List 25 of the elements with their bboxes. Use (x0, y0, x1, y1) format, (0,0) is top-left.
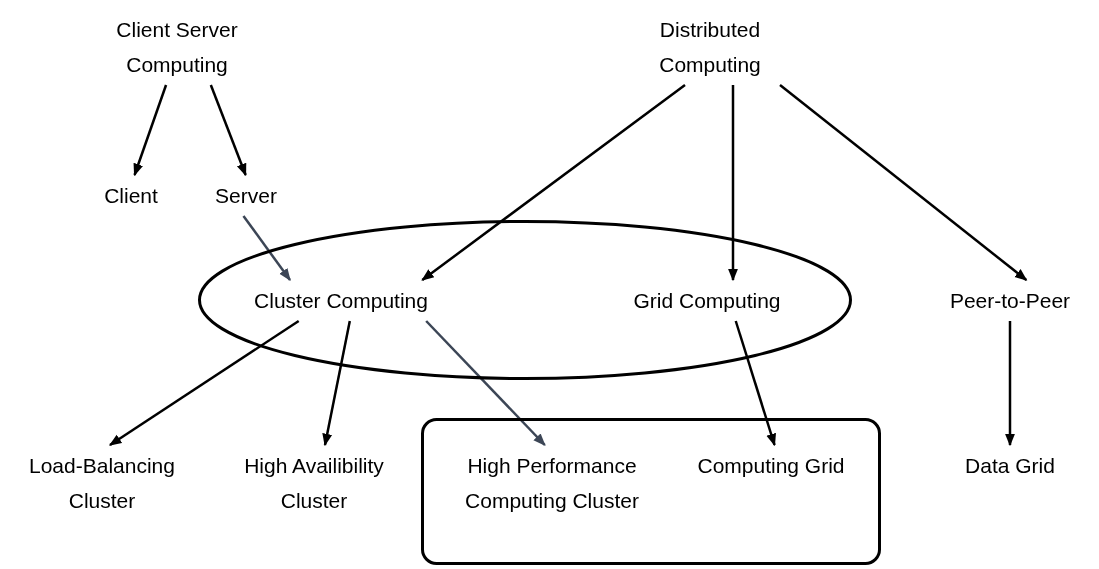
arrow (425, 320, 546, 446)
node-label: Load-Balancing Cluster (2, 448, 202, 518)
arrow (209, 84, 247, 177)
node-label: Computing Grid (697, 448, 845, 483)
node-label: High Availibility Cluster (214, 448, 414, 518)
node-label: Client Server Computing (77, 12, 277, 82)
arrow (421, 84, 686, 281)
group-box (421, 418, 881, 565)
node-label: Peer-to-Peer (949, 283, 1071, 318)
node-label: Grid Computing (633, 283, 781, 318)
arrow (1005, 321, 1015, 447)
arrow (728, 85, 738, 282)
node-label: High Performance Computing Cluster (452, 448, 652, 518)
ellipse-outline (198, 220, 852, 380)
node-label: Cluster Computing (254, 283, 428, 318)
node-label: Server (215, 178, 277, 213)
arrow (779, 84, 1028, 281)
node-label: Data Grid (965, 448, 1055, 483)
node-label: Client (104, 178, 158, 213)
arrow (108, 319, 300, 447)
arrow (322, 320, 352, 447)
arrow (242, 215, 291, 281)
arrow (133, 84, 168, 177)
node-label: Distributed Computing (610, 12, 810, 82)
arrow (734, 320, 776, 447)
